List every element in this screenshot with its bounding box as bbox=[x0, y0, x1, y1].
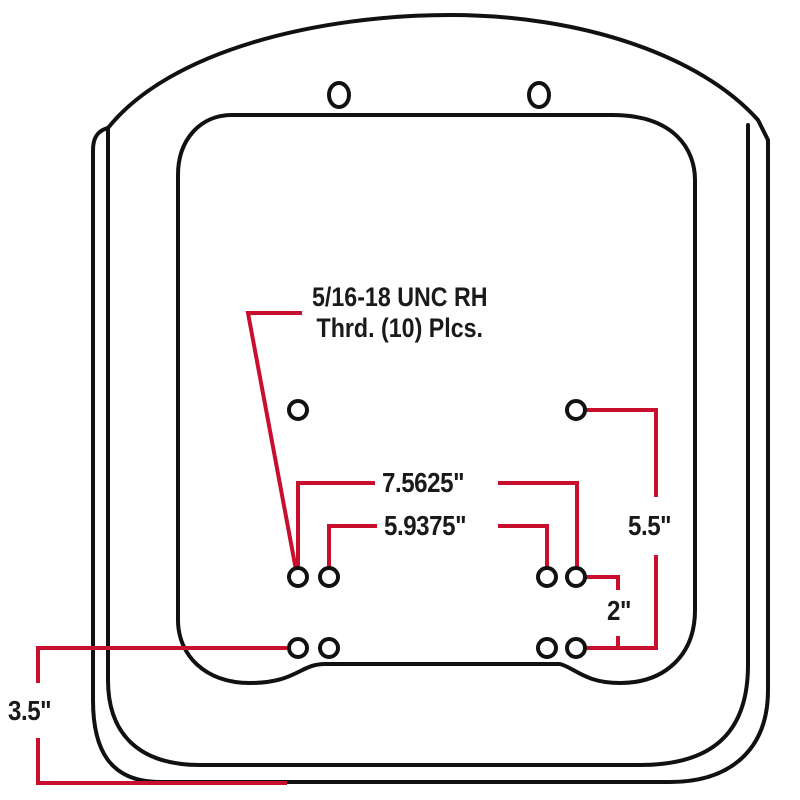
dim-row-spacing-top bbox=[586, 575, 620, 590]
bottom-hole-4 bbox=[565, 637, 587, 659]
bottom-hole-1 bbox=[287, 637, 309, 659]
upper-hole-right bbox=[565, 399, 587, 421]
middle-hole-4 bbox=[565, 566, 587, 588]
dim-offset-bottom bbox=[36, 738, 287, 785]
middle-hole-1 bbox=[287, 566, 309, 588]
dim-label-vertical-span: 5.5" bbox=[628, 510, 672, 541]
dim-vertical-span-bottom bbox=[586, 555, 658, 650]
upper-hole-left bbox=[287, 399, 309, 421]
bottom-hole-2 bbox=[318, 637, 340, 659]
callout-leader-line bbox=[245, 311, 302, 571]
middle-hole-2 bbox=[318, 566, 340, 588]
dim-label-inner-width: 5.9375" bbox=[384, 510, 467, 541]
dim-outer-width-right bbox=[498, 481, 579, 570]
bottom-hole-3 bbox=[536, 637, 558, 659]
dim-outer-width-left bbox=[296, 481, 375, 570]
dim-inner-width-left bbox=[327, 524, 377, 570]
dim-inner-width-right bbox=[498, 524, 549, 570]
top-mount-hole-right bbox=[527, 81, 551, 109]
top-mount-hole-left bbox=[327, 81, 351, 109]
dim-label-outer-width: 7.5625" bbox=[382, 467, 465, 498]
shell-inner-wall-left bbox=[106, 126, 642, 767]
thread-callout-line1: 5/16-18 UNC RH bbox=[312, 282, 488, 312]
outer-shell-outline bbox=[91, 13, 770, 784]
inner-plate-outline bbox=[176, 113, 697, 685]
middle-hole-3 bbox=[536, 566, 558, 588]
thread-callout-line2: Thrd. (10) Plcs. bbox=[316, 313, 483, 343]
dim-label-offset: 3.5" bbox=[8, 695, 52, 726]
dim-vertical-span-top bbox=[586, 408, 658, 497]
shell-inner-wall-right bbox=[638, 123, 750, 767]
thread-callout: 5/16-18 UNC RH Thrd. (10) Plcs. bbox=[312, 282, 488, 344]
dim-offset-top bbox=[36, 646, 290, 683]
dim-label-row-spacing: 2" bbox=[607, 595, 631, 626]
